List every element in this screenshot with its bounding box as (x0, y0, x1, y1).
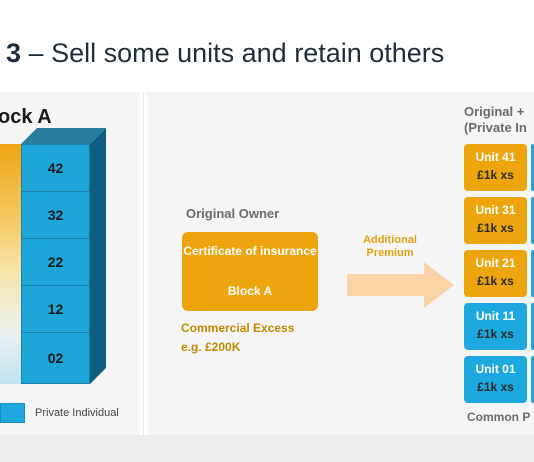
common-parts-label: Common P (467, 410, 531, 424)
building-floor: 12 (21, 285, 90, 332)
unit-card: Unit 31 £1k xs (464, 197, 527, 244)
commercial-excess-value: e.g. £200K (181, 340, 241, 354)
commercial-excess-label: Commercial Excess (181, 321, 295, 335)
building-floor: 22 (21, 238, 90, 285)
unit-card: Unit 41 £1k xs (464, 144, 527, 191)
unit-name: Unit 31 (475, 203, 516, 217)
certificate-box: Certificate of insurance Block A (182, 232, 318, 311)
original-owner-label: Original Owner (186, 206, 280, 221)
header-line-1: Original + (464, 104, 525, 119)
title-number: 3 (6, 38, 22, 68)
unit-card: Unit 11 £1k xs (464, 303, 527, 350)
unit-name: Unit 21 (475, 256, 516, 270)
legend-label: Private Individual (35, 407, 119, 419)
unit-excess: £1k xs (477, 274, 514, 288)
building-top-face (21, 128, 106, 144)
building-side-face (90, 128, 106, 384)
header-line-2: (Private In (464, 120, 527, 135)
certificate-title: Certificate of insurance (183, 244, 317, 258)
unit-excess: £1k xs (477, 380, 514, 394)
panel-divider (143, 92, 144, 435)
unit-card: Unit 01 £1k xs (464, 356, 527, 403)
unit-name: Unit 41 (475, 150, 516, 164)
unit-name: Unit 01 (475, 362, 516, 376)
unit-card-partial (531, 356, 534, 403)
unit-card-partial (531, 144, 534, 191)
building-floor: 32 (21, 191, 90, 238)
legend-swatch-private (0, 403, 25, 423)
unit-card-partial (531, 303, 534, 350)
unit-excess: £1k xs (477, 221, 514, 235)
additional-premium-label: Additional Premium (363, 234, 417, 259)
unit-card-partial (531, 197, 534, 244)
retained-units-column (0, 144, 21, 384)
unit-card-partial (531, 250, 534, 297)
bottom-strip (0, 435, 534, 462)
unit-excess: £1k xs (477, 327, 514, 341)
unit-excess: £1k xs (477, 168, 514, 182)
unit-name: Unit 11 (475, 309, 516, 323)
block-label: ock A (0, 106, 52, 128)
building-floor: 02 (21, 332, 90, 384)
title-text: – Sell some units and retain others (28, 38, 445, 68)
original-private-header: Original + (Private In (464, 104, 527, 136)
certificate-block: Block A (227, 284, 273, 298)
unit-card: Unit 21 £1k xs (464, 250, 527, 297)
building-floor: 42 (21, 144, 90, 191)
slide-title: 3 – Sell some units and retain others (0, 38, 444, 69)
